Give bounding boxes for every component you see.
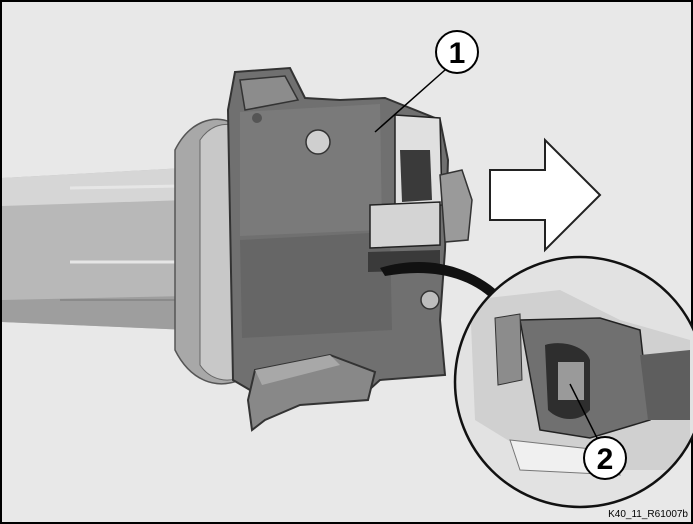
callout-1-label: 1 <box>449 37 466 70</box>
callout-1-leader <box>374 69 446 133</box>
figure-id: K40_11_R61007b <box>608 509 688 520</box>
callout-2-leader <box>569 383 599 441</box>
direction-arrow <box>489 137 602 253</box>
switch-stalk <box>2 168 190 330</box>
callout-2: 2 <box>583 436 627 480</box>
detail-magnifier <box>453 255 693 509</box>
callout-2-label: 2 <box>597 443 614 476</box>
switch-lever <box>246 353 377 432</box>
switch-housing <box>226 66 473 404</box>
detail-pointer <box>380 261 505 305</box>
callout-1: 1 <box>435 30 479 74</box>
